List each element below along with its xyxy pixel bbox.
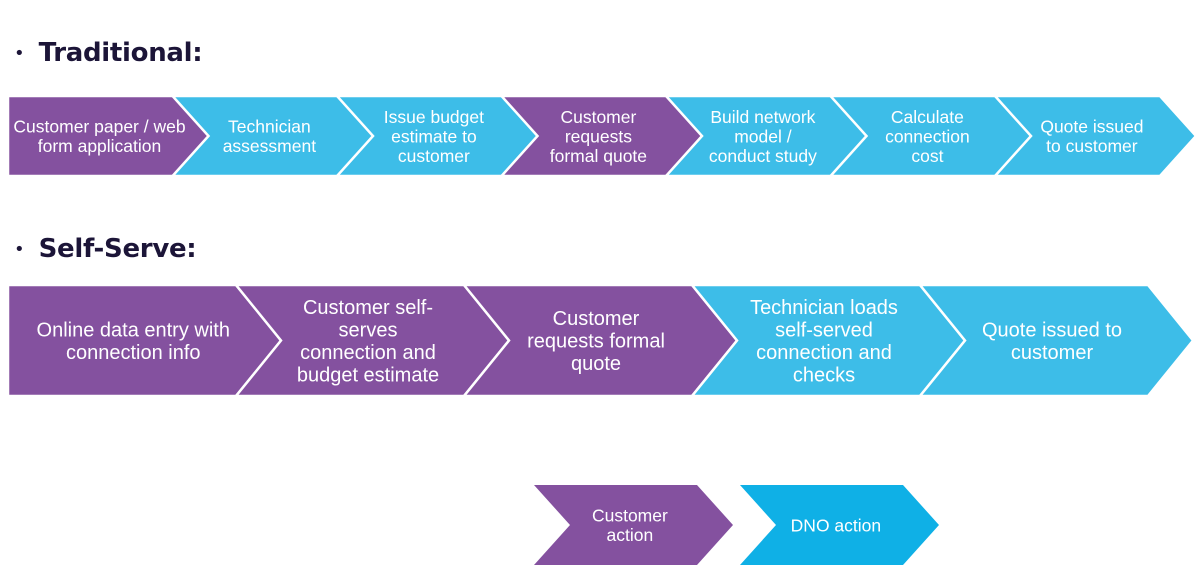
step-label-line: customer <box>398 146 470 166</box>
step-label-line: quote <box>571 353 621 375</box>
step-label-line: connection info <box>66 342 201 364</box>
step-label-line: Build network <box>710 107 815 127</box>
step-label-line: Quote issued <box>1040 117 1143 137</box>
step-label-line: assessment <box>223 136 317 156</box>
step-label: DNO action <box>791 515 881 535</box>
step-label-line: estimate to <box>391 126 477 146</box>
step-label-line: to customer <box>1046 136 1138 156</box>
step-label-line: Customer <box>553 308 640 330</box>
step-label-line: Technician loads <box>750 297 898 319</box>
step-label-line: Technician <box>228 117 311 137</box>
step-label-line: Customer <box>560 107 636 127</box>
step-label-line: Issue budget <box>384 107 484 127</box>
step-label-line: conduct study <box>709 146 817 166</box>
step-label-line: Customer self- <box>303 297 433 319</box>
section-title-self-serve: • Self-Serve: <box>14 234 197 264</box>
step-label-line: customer <box>1011 342 1094 364</box>
step-label-line: connection and <box>756 342 892 364</box>
step-label-line: Customer paper / web <box>13 117 185 137</box>
self-serve-title: Self-Serve: <box>38 234 197 264</box>
step-label-line: serves <box>339 319 398 341</box>
bullet-icon: • <box>14 42 25 64</box>
step-label-line: Quote issued to <box>982 319 1122 341</box>
traditional-title: Traditional: <box>38 38 203 68</box>
step-label-line: formal quote <box>550 146 647 166</box>
step-label-line: budget estimate <box>297 364 439 386</box>
step-label-line: checks <box>793 364 855 386</box>
step-label-line: model / <box>734 126 792 146</box>
step-label-line: requests formal <box>527 331 665 353</box>
chevron-dno <box>992 94 1198 178</box>
bullet-icon: • <box>14 238 25 260</box>
step-label-line: Customer <box>592 506 668 526</box>
section-title-traditional: • Traditional: <box>14 38 203 68</box>
step-label-line: cost <box>911 146 943 166</box>
step-label-line: requests <box>565 126 632 146</box>
step-label-line: connection and <box>300 342 436 364</box>
chevron-dno <box>917 283 1195 398</box>
step-label-line: action <box>607 525 654 545</box>
chevron-legend_dno <box>740 485 939 565</box>
step-label-line: self-served <box>775 319 873 341</box>
step-label-line: connection <box>885 126 970 146</box>
chevron-customer <box>534 485 733 565</box>
step-label-line: DNO action <box>791 515 881 535</box>
step-label-line: Online data entry with <box>37 319 230 341</box>
step-label-line: Calculate <box>891 107 964 127</box>
step-label-line: form application <box>38 136 162 156</box>
